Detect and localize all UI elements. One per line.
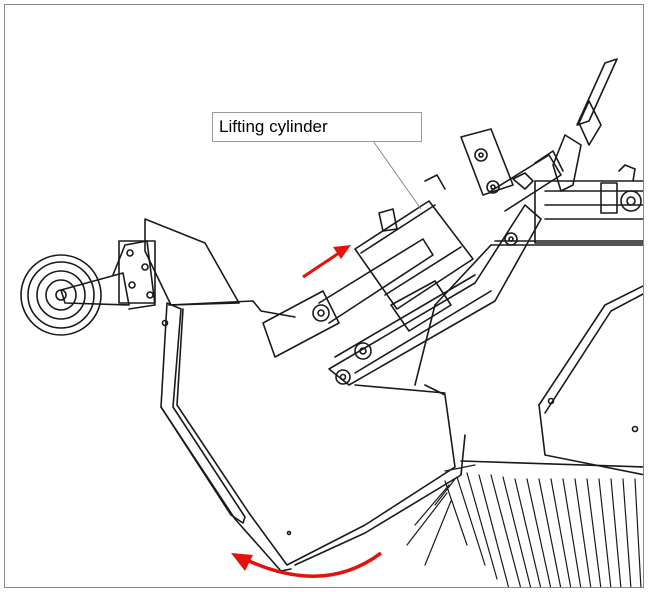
side-plate xyxy=(160,300,466,572)
callout-leader xyxy=(370,137,422,210)
diagram-frame: Lifting cylinder xyxy=(4,4,644,588)
curved-arrow-icon xyxy=(231,551,383,578)
main-housing xyxy=(354,240,643,476)
top-frame xyxy=(512,164,643,244)
support-arm xyxy=(328,204,542,386)
caster-wheel xyxy=(20,254,102,336)
machine-drawing xyxy=(20,58,643,587)
straight-arrow-icon xyxy=(302,245,351,279)
lifting-cylinder xyxy=(262,128,564,358)
caster-fork xyxy=(60,218,240,310)
brush-bristles xyxy=(406,464,642,587)
lifting-cylinder-label: Lifting cylinder xyxy=(212,112,422,142)
